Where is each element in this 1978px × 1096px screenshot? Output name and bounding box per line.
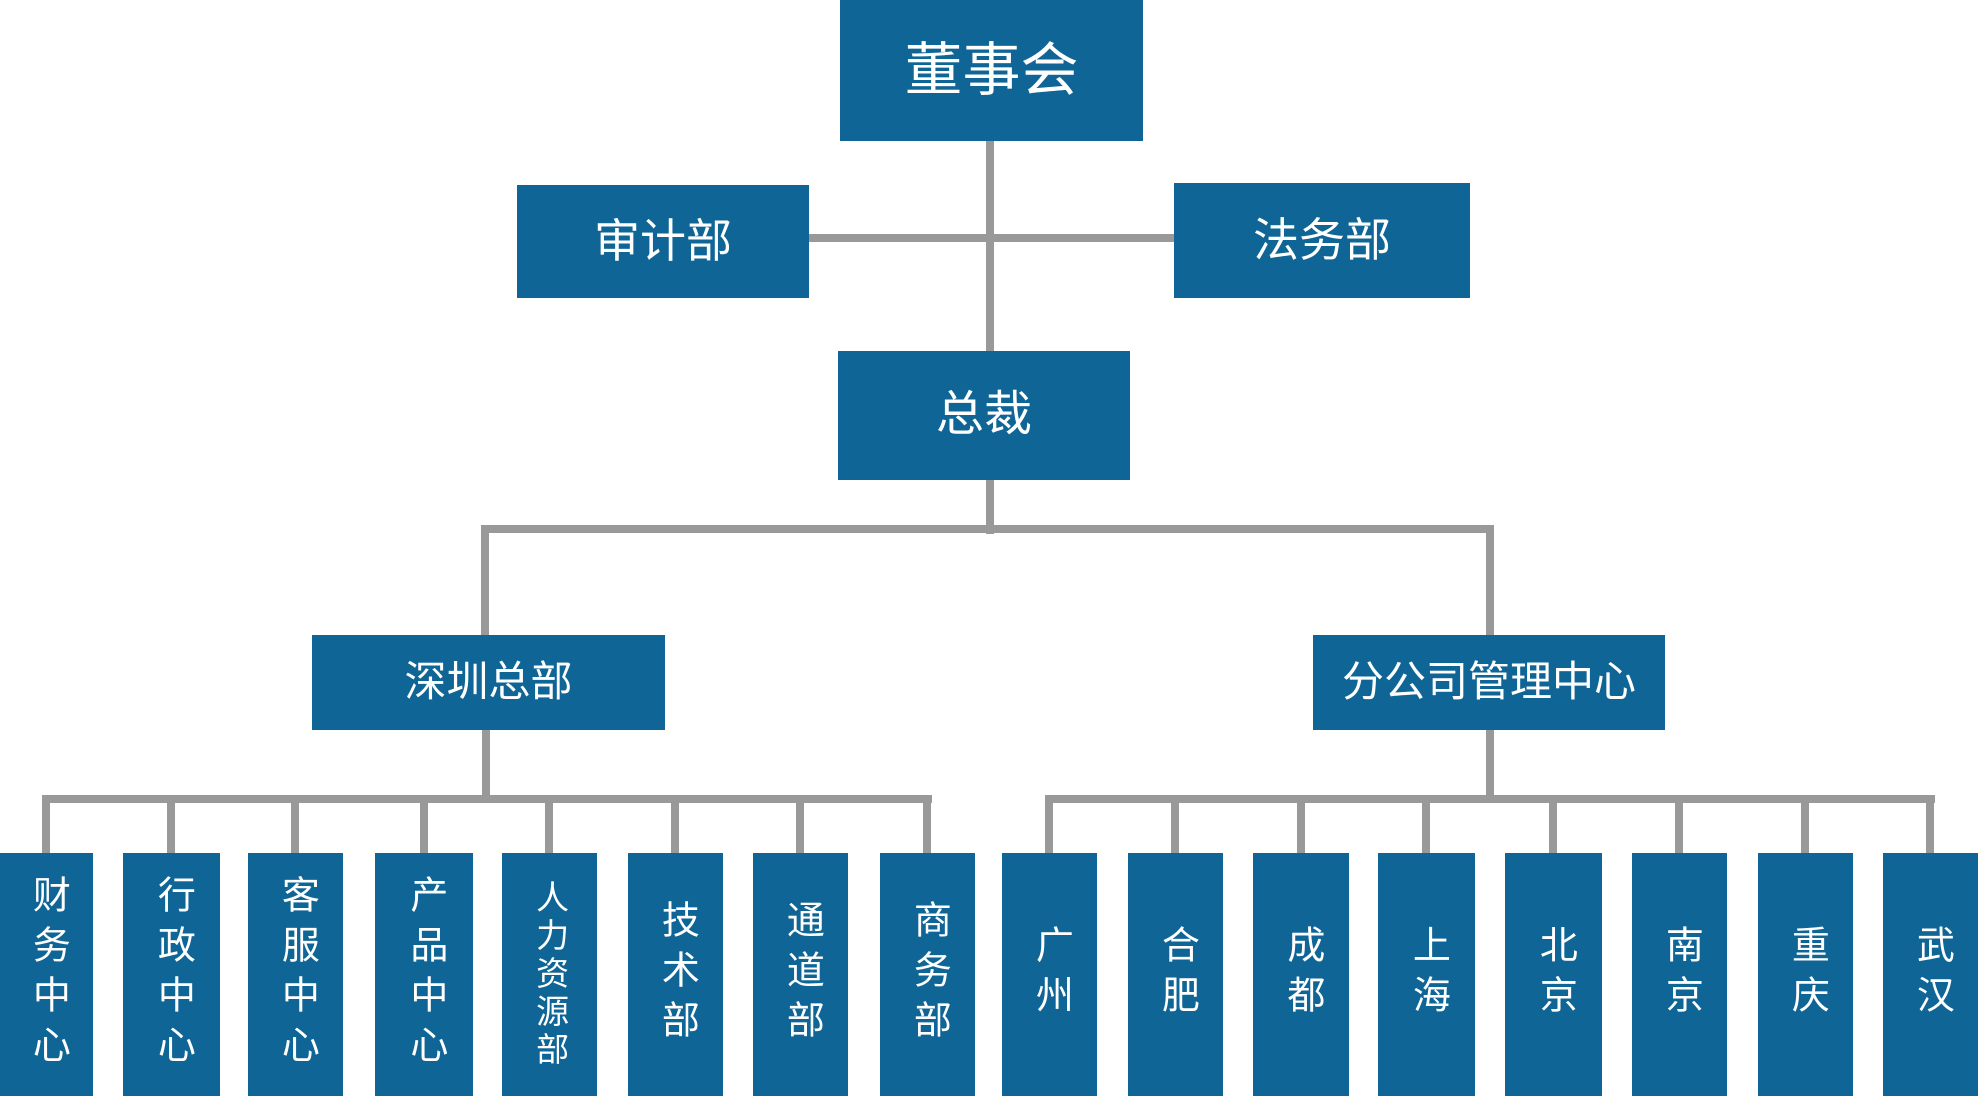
node-admin-center-label: 行政中心 xyxy=(151,874,194,1075)
node-beijing: 北京 xyxy=(1505,853,1602,1096)
node-channel-dept-label: 通道部 xyxy=(780,899,823,1050)
connector-branches-drop xyxy=(1486,525,1494,635)
node-hr-dept-label: 人力资源部 xyxy=(531,879,569,1070)
node-beijing-label: 北京 xyxy=(1533,924,1576,1025)
node-product-center: 产品中心 xyxy=(375,853,473,1096)
node-branch-mgmt-center: 分公司管理中心 xyxy=(1313,635,1665,730)
connector-stub xyxy=(796,800,804,853)
node-nanjing: 南京 xyxy=(1632,853,1727,1096)
node-chongqing: 重庆 xyxy=(1758,853,1853,1096)
connector-stub xyxy=(291,800,299,853)
node-tech-dept-label: 技术部 xyxy=(655,899,698,1050)
connector-branches-children-rail xyxy=(1045,795,1935,803)
node-guangzhou: 广州 xyxy=(1002,853,1097,1096)
node-wuhan: 武汉 xyxy=(1883,853,1978,1096)
connector-stub xyxy=(42,800,50,853)
node-hefei-label: 合肥 xyxy=(1155,924,1198,1025)
connector-stub xyxy=(1549,800,1557,853)
node-shenzhen-hq-label: 深圳总部 xyxy=(404,658,573,706)
node-board-label: 董事会 xyxy=(904,37,1079,103)
connector-stub xyxy=(1422,800,1430,853)
connector-branches-down xyxy=(1486,730,1494,797)
node-shanghai: 上海 xyxy=(1378,853,1475,1096)
connector-stub xyxy=(1171,800,1179,853)
node-hefei: 合肥 xyxy=(1128,853,1223,1096)
connector-shenzhen-children-rail xyxy=(42,795,932,803)
node-branch-mgmt-center-label: 分公司管理中心 xyxy=(1341,658,1636,706)
node-finance-center: 财务中心 xyxy=(0,853,93,1096)
node-chongqing-label: 重庆 xyxy=(1785,924,1828,1025)
node-wuhan-label: 武汉 xyxy=(1910,924,1953,1025)
connector-stub xyxy=(1045,800,1053,853)
node-tech-dept: 技术部 xyxy=(628,853,723,1096)
node-admin-center: 行政中心 xyxy=(123,853,220,1096)
connector-stub xyxy=(1926,800,1934,853)
node-finance-center-label: 财务中心 xyxy=(26,874,69,1075)
node-channel-dept: 通道部 xyxy=(753,853,848,1096)
node-nanjing-label: 南京 xyxy=(1659,924,1702,1025)
connector-shenzhen-down xyxy=(482,730,490,797)
node-customer-service-center-label: 客服中心 xyxy=(275,874,318,1075)
connector-shenzhen-drop xyxy=(481,525,489,635)
connector-president-drop xyxy=(986,480,994,534)
connector-board-to-president xyxy=(986,141,994,351)
node-legal-dept: 法务部 xyxy=(1174,183,1470,298)
node-hr-dept: 人力资源部 xyxy=(502,853,597,1096)
connector-stub xyxy=(671,800,679,853)
connector-stub xyxy=(923,800,931,853)
node-board: 董事会 xyxy=(840,0,1143,141)
node-business-dept-label: 商务部 xyxy=(907,899,950,1050)
connector-stub xyxy=(1675,800,1683,853)
connector-stub xyxy=(420,800,428,853)
node-shenzhen-hq: 深圳总部 xyxy=(312,635,665,730)
node-shanghai-label: 上海 xyxy=(1406,924,1449,1025)
connector-stub xyxy=(167,800,175,853)
connector-audit-to-legal xyxy=(809,234,1174,242)
node-audit-dept: 审计部 xyxy=(517,185,809,298)
node-president: 总裁 xyxy=(838,351,1130,480)
connector-stub xyxy=(1801,800,1809,853)
node-audit-dept-label: 审计部 xyxy=(594,215,732,268)
node-chengdu: 成都 xyxy=(1253,853,1349,1096)
connector-stub xyxy=(545,800,553,853)
node-customer-service-center: 客服中心 xyxy=(248,853,343,1096)
node-chengdu-label: 成都 xyxy=(1280,924,1323,1025)
node-product-center-label: 产品中心 xyxy=(403,874,446,1075)
node-business-dept: 商务部 xyxy=(880,853,975,1096)
connector-divisions-span xyxy=(481,525,1494,533)
node-president-label: 总裁 xyxy=(935,388,1032,442)
node-legal-dept-label: 法务部 xyxy=(1253,214,1391,267)
node-guangzhou-label: 广州 xyxy=(1029,924,1072,1025)
connector-stub xyxy=(1297,800,1305,853)
